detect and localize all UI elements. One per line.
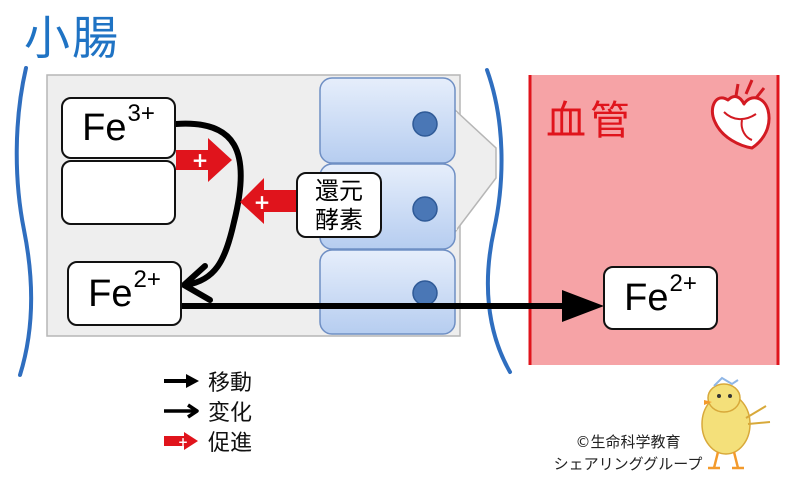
legend-move-arrow-icon (164, 374, 199, 388)
nucleus-2 (412, 196, 438, 222)
reductase-label-line1: 還元 (315, 177, 363, 205)
empty-box (61, 160, 176, 225)
ferrous-iron-charge-vessel: 2+ (669, 270, 697, 297)
heart-icon (710, 79, 771, 150)
ferrous-iron-charge: 2+ (133, 265, 161, 293)
page-title: 小腸 (24, 11, 120, 65)
change-arrow (173, 120, 244, 288)
credit-line2: シェアリンググループ (553, 455, 703, 473)
legend-promote-arrow-icon: + (164, 432, 198, 450)
legend-change: 変化 (162, 396, 252, 426)
epithelial-cell-1 (319, 77, 456, 164)
ferrous-iron-base: Fe (88, 272, 133, 315)
legend-move-label: 移動 (208, 371, 253, 396)
credit-line1: ©生命科学教育 (575, 433, 681, 451)
ferric-iron-charge: 3+ (127, 100, 155, 127)
legend-promote: + 促進 (162, 426, 252, 456)
nucleus-3 (412, 280, 438, 306)
nucleus-1 (412, 111, 438, 137)
legend-promote-label: 促進 (208, 431, 253, 456)
change-arrow-head (181, 263, 213, 303)
intestine-brace-right (485, 68, 512, 374)
legend-move: 移動 (162, 366, 252, 396)
move-arrow-head (562, 290, 604, 322)
promote-sign: + (254, 190, 271, 214)
legend-change-label: 変化 (208, 401, 253, 426)
promote-sign: + (192, 148, 209, 172)
ferric-iron-base: Fe (82, 107, 127, 149)
chick-mascot-icon (701, 376, 771, 470)
legend-promote-sign: + (178, 435, 188, 449)
blood-vessel-label: 血管 (546, 98, 634, 144)
reductase-label-line2: 酵素 (315, 206, 363, 234)
callout-wedge (454, 109, 497, 233)
legend-change-arrow-icon (164, 403, 199, 419)
promote-arrow-ferric: + (176, 138, 232, 182)
intestine-brace-left (14, 66, 34, 377)
credit: ©生命科学教育 シェアリンググループ (530, 431, 726, 475)
ferrous-iron-base-vessel: Fe (624, 277, 669, 319)
reductase-box: 還元 酵素 (296, 172, 382, 238)
promote-arrow-enzyme: + (240, 178, 296, 224)
epithelial-cell-3 (319, 249, 456, 335)
